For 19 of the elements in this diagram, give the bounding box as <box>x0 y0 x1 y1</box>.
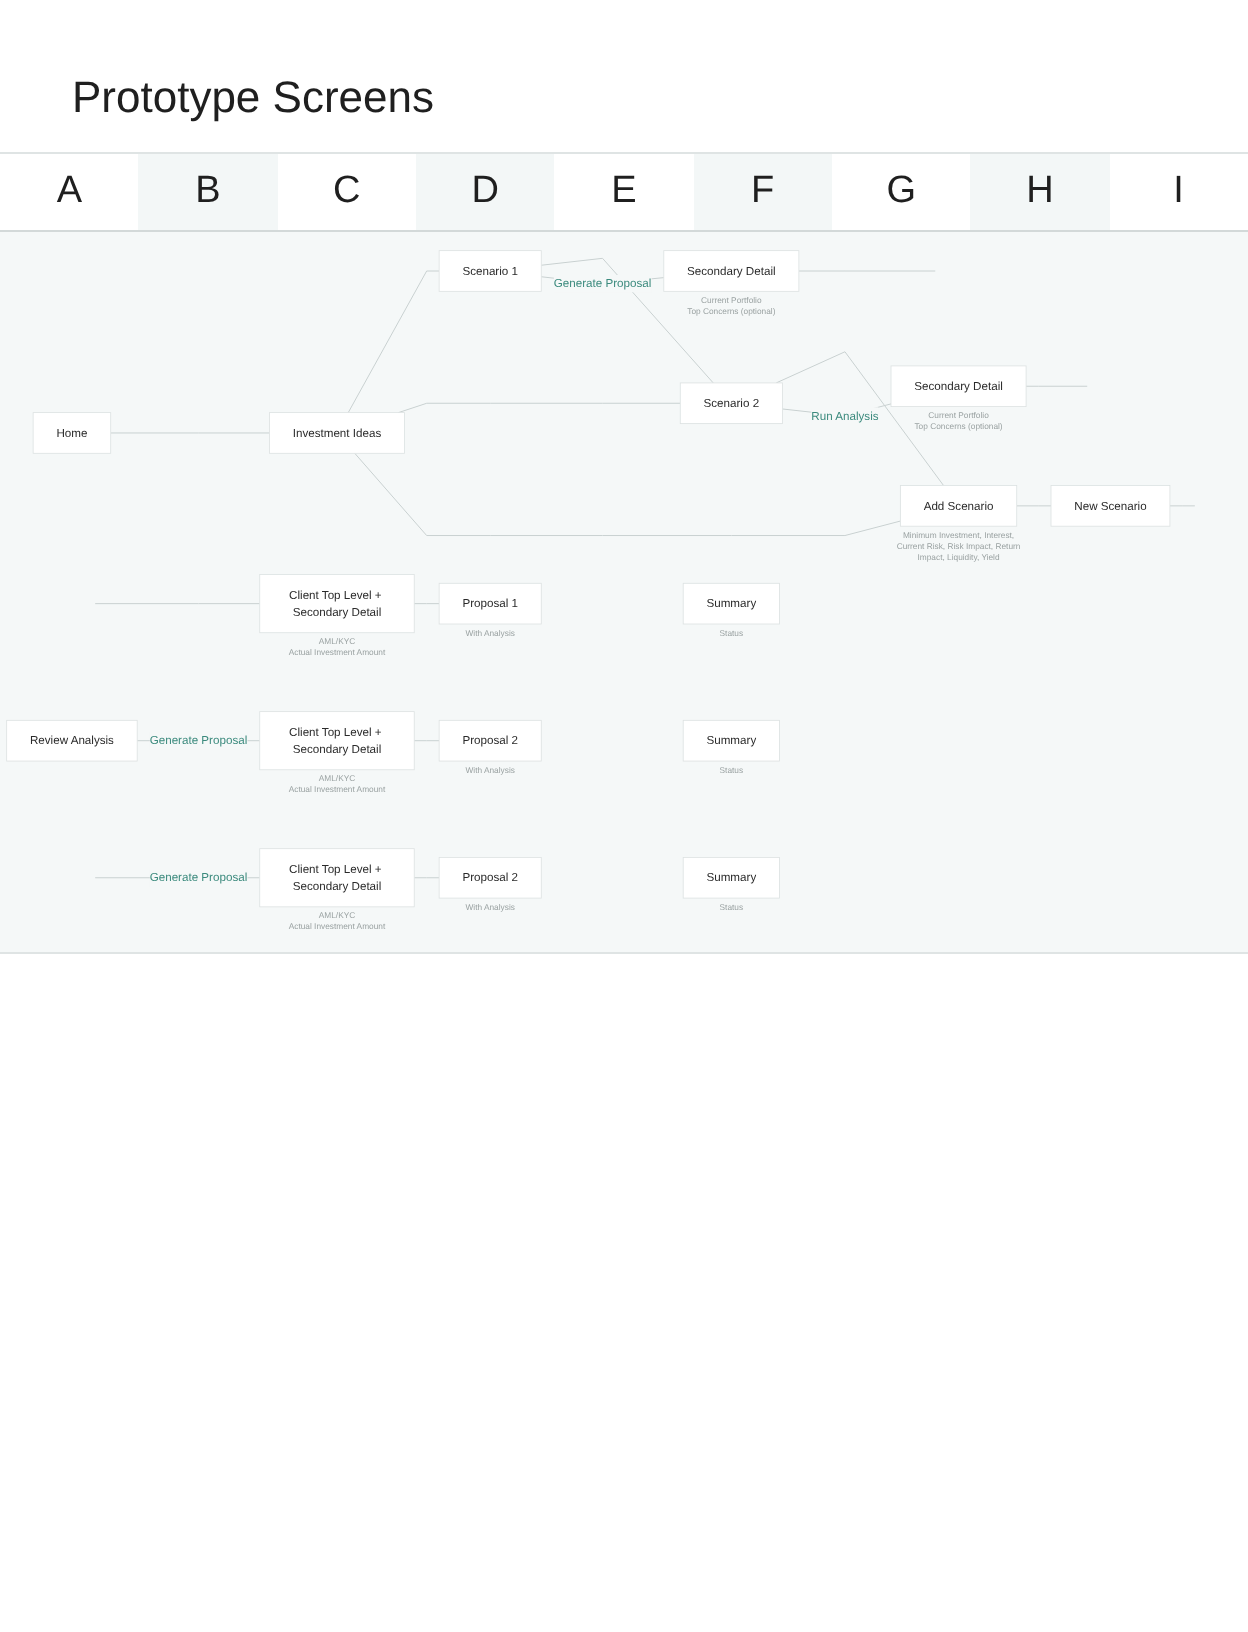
column-letter: G <box>886 170 917 214</box>
column-letter: I <box>1173 170 1184 214</box>
column-letter: D <box>471 170 500 214</box>
column-letter: A <box>56 170 82 214</box>
column-letter: C <box>332 170 361 214</box>
connector <box>94 603 261 605</box>
connector <box>413 740 440 742</box>
connector <box>413 877 440 879</box>
title: Prototype Screens <box>70 70 436 126</box>
connector <box>397 402 681 414</box>
column-letter: F <box>751 170 775 214</box>
connector <box>354 452 901 537</box>
column-letter: H <box>1026 170 1054 214</box>
connector <box>413 603 440 605</box>
connector <box>1025 385 1088 387</box>
column-letter: B <box>195 170 221 214</box>
connector <box>347 270 440 414</box>
column-letter: E <box>611 170 637 214</box>
connector <box>775 351 945 486</box>
